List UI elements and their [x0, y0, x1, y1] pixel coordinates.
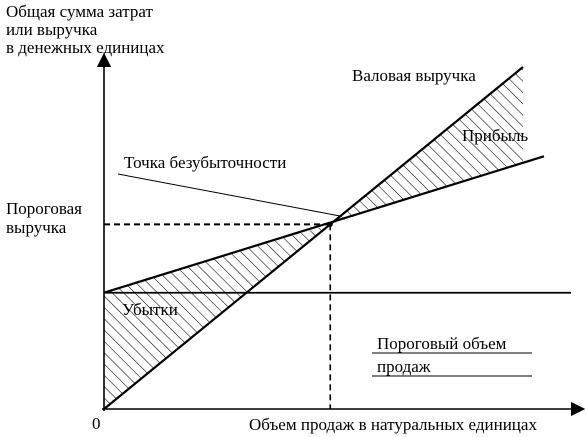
x-axis-label: Объем продаж в натуральных единицах — [249, 415, 537, 434]
threshold-revenue-label-line-1: Пороговая — [6, 199, 82, 218]
loss-label: Убытки — [122, 300, 178, 319]
threshold-revenue-label-line-2: выручка — [6, 218, 67, 237]
break-even-leader — [117, 173, 341, 217]
threshold-volume-label-line-2: продаж — [377, 357, 431, 376]
y-axis-label-line-3: в денежных единицах — [6, 38, 165, 57]
y-axis-label-line-2: или выручка — [6, 20, 98, 39]
y-axis-label-line-1: Общая сумма затрат — [6, 2, 153, 21]
total-costs-line — [103, 155, 545, 294]
break-even-point — [327, 221, 333, 227]
origin-label: 0 — [92, 414, 101, 433]
threshold-volume-label-line-1: Пороговый объем — [377, 334, 507, 353]
break-even-point-label: Точка безубыточности — [124, 153, 286, 172]
revenue-line-label: Валовая выручка — [352, 66, 476, 85]
profit-label: Прибыль — [462, 126, 528, 145]
revenue-line — [103, 66, 524, 410]
